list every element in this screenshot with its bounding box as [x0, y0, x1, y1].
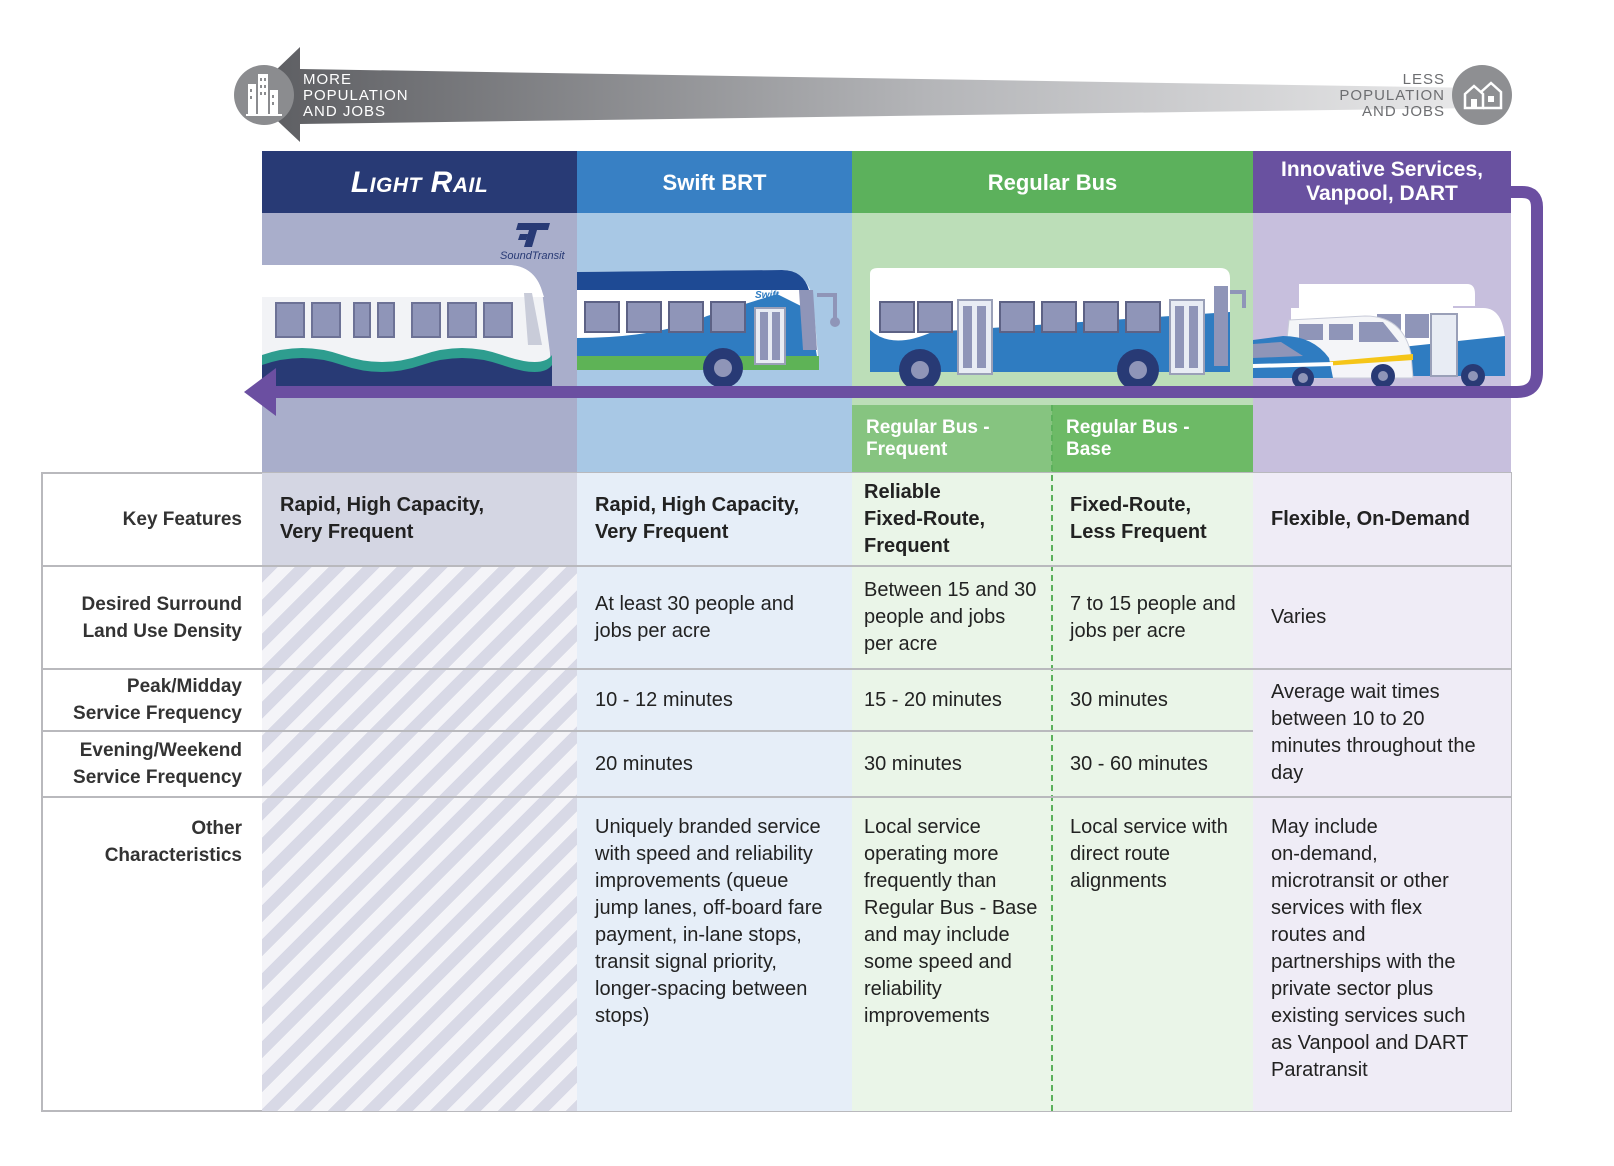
light-rail-hatched-bg — [262, 566, 577, 1111]
peak-label-text: Peak/Midday Service Frequency — [73, 676, 242, 724]
key-features-light-rail: Rapid, High Capacity, Very Frequent — [262, 473, 577, 565]
evening-label-text: Evening/Weekend Service Frequency — [73, 740, 242, 788]
key-features-innovative: Flexible, On-Demand — [1253, 473, 1511, 565]
peak-swift-text: 10 - 12 minutes — [595, 688, 733, 711]
evening-base: 30 - 60 minutes — [1052, 732, 1253, 796]
density-frequent: Between 15 and 30 people and jobs per ac… — [852, 567, 1052, 668]
peak-swift: 10 - 12 minutes — [577, 670, 852, 730]
key-features-frequent: Reliable Fixed-Route, Frequent — [852, 473, 1052, 565]
key-features-base: Fixed-Route, Less Frequent — [1052, 473, 1253, 565]
key-features-label-text: Key Features — [122, 508, 242, 530]
density-swift: At least 30 people and jobs per acre — [577, 567, 852, 668]
row-label-peak: Peak/Midday Service Frequency — [41, 670, 262, 730]
swift-bus-illustration: Swift — [577, 270, 840, 388]
density-frequent-text: Between 15 and 30 people and jobs per ac… — [864, 579, 1037, 655]
other-innovative: May include on-demand, microtransit or o… — [1271, 816, 1469, 1081]
evening-base-text: 30 - 60 minutes — [1070, 752, 1208, 775]
row-label-other: Other Characteristics — [104, 818, 242, 866]
frequency-innovative-text: Average wait times between 10 to 20 minu… — [1271, 681, 1476, 784]
light-rail-title: Light Rail — [350, 165, 489, 199]
swift-logo: Swift — [755, 290, 780, 301]
key-features-base-text: Fixed-Route, Less Frequent — [1070, 494, 1207, 543]
light-rail-keyfeatures-bg — [262, 473, 577, 566]
sound-transit-logo-text: SoundTransit — [500, 250, 566, 262]
density-base: 7 to 15 people and jobs per acre — [1052, 567, 1253, 668]
key-features-swift: Rapid, High Capacity, Very Frequent — [577, 473, 852, 565]
regular-bus-frequent-label: Regular Bus - Frequent — [866, 417, 990, 460]
density-innovative: Varies — [1253, 567, 1511, 668]
key-features-innovative-text: Flexible, On-Demand — [1271, 507, 1470, 530]
innovative-header: Innovative Services, Vanpool, DART — [1253, 151, 1511, 213]
evening-swift: 20 minutes — [577, 732, 852, 796]
city-buildings-icon — [246, 74, 282, 116]
row-divider — [41, 668, 1512, 670]
row-label-evening: Evening/Weekend Service Frequency — [41, 732, 262, 796]
swift-brt-header: Swift BRT — [577, 151, 852, 213]
peak-frequent: 15 - 20 minutes — [852, 670, 1052, 730]
regular-bus-base-label: Regular Bus - Base — [1066, 417, 1190, 460]
swift-brt-title: Swift BRT — [662, 169, 767, 195]
key-features-light-rail-text: Rapid, High Capacity, Very Frequent — [280, 494, 485, 543]
evening-frequent: 30 minutes — [852, 732, 1052, 796]
service-spectrum-arrow — [244, 186, 1543, 416]
innovative-vehicles-illustration — [1253, 284, 1505, 389]
light-rail-header: Light Rail — [262, 151, 577, 213]
swift-column-bg — [577, 473, 852, 1111]
regular-bus-title: Regular Bus — [987, 169, 1118, 195]
key-features-swift-text: Rapid, High Capacity, Very Frequent — [595, 494, 800, 543]
other-base: Local service with direct route alignmen… — [1070, 816, 1228, 892]
row-label-key-features: Key Features — [41, 473, 262, 565]
density-innovative-text: Varies — [1271, 606, 1327, 628]
peak-base-text: 30 minutes — [1070, 688, 1168, 711]
row-label-density: Desired Surround Land Use Density — [41, 567, 262, 668]
other-swift: Uniquely branded service with speed and … — [595, 816, 823, 1027]
density-label-text: Desired Surround Land Use Density — [81, 593, 242, 642]
innovative-title: Innovative Services, Vanpool, DART — [1281, 158, 1483, 205]
density-base-text: 7 to 15 people and jobs per acre — [1070, 592, 1236, 642]
more-population-label: MORE POPULATION AND JOBS — [303, 71, 409, 120]
regular-bus-base-header: Regular Bus - Base — [1052, 405, 1253, 473]
evening-swift-text: 20 minutes — [595, 752, 693, 775]
regular-bus-frequent-header: Regular Bus - Frequent — [852, 405, 1052, 473]
key-features-frequent-text: Reliable Fixed-Route, Frequent — [864, 480, 986, 557]
regular-bus-header: Regular Bus — [852, 151, 1253, 213]
density-swift-text: At least 30 people and jobs per acre — [595, 592, 795, 642]
peak-frequent-text: 15 - 20 minutes — [864, 688, 1002, 711]
peak-base: 30 minutes — [1052, 670, 1253, 730]
less-population-label: LESS POPULATION AND JOBS — [1339, 71, 1445, 120]
evening-frequent-text: 30 minutes — [864, 752, 962, 775]
frequency-innovative: Average wait times between 10 to 20 minu… — [1253, 670, 1511, 796]
row-divider — [41, 565, 1512, 567]
row-divider — [41, 796, 1512, 798]
sound-transit-logo — [516, 223, 550, 247]
light-rail-train-illustration: SoundTransit — [262, 223, 566, 387]
row-divider — [41, 730, 1253, 732]
innovative-column-bg — [1253, 473, 1511, 1111]
regular-bus-divider — [1051, 405, 1053, 1111]
houses-icon — [1463, 81, 1503, 110]
regular-bus-illustration — [870, 268, 1246, 390]
other-frequent: Local service operating more frequently … — [864, 816, 1038, 1027]
